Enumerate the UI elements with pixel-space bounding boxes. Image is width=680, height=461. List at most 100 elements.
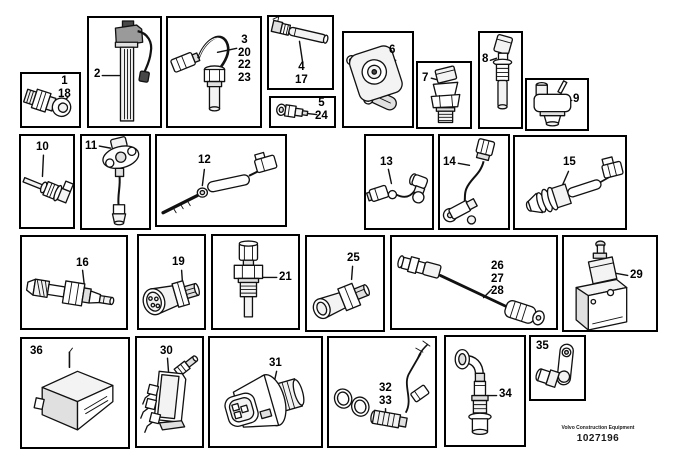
part-number: 27: [491, 272, 504, 285]
part-number: 1: [61, 75, 68, 87]
part-number: 33: [379, 394, 392, 407]
part-number: 26: [491, 260, 504, 272]
round-sensor-illustration: [142, 269, 200, 316]
part-box-21: 21: [211, 234, 300, 330]
part-box-15: 15: [513, 135, 627, 230]
part-number: 23: [238, 71, 251, 84]
part-number: 7: [422, 72, 429, 84]
part-box-26-27-28: 26 27 28: [390, 235, 558, 330]
part-number: 8: [482, 53, 489, 65]
part-number-label: 16: [76, 257, 89, 270]
pressure-switch-illustration: [22, 88, 72, 118]
part-box-32-33: 32 33: [327, 336, 437, 448]
footer: Volvo Construction Equipment 1027196: [546, 425, 650, 444]
part-number-label: 6: [389, 44, 395, 57]
oring-sensor-illustration: [333, 340, 431, 429]
part-number-label: 19: [172, 256, 185, 269]
part-number: 18: [58, 87, 71, 100]
part-number: 9: [573, 93, 580, 105]
pressure-switch-25-illustration: [312, 265, 371, 320]
angled-sensor-illustration: [454, 348, 498, 436]
part-box-13: 13: [364, 134, 434, 230]
part-number: 11: [85, 140, 98, 152]
part-number: 31: [269, 357, 282, 369]
part-box-1-18: 1 18: [20, 72, 81, 128]
part-box-10: 10: [19, 134, 75, 229]
part-number: 32: [379, 382, 392, 394]
part-number: 30: [160, 345, 173, 357]
brand-line-2: Equipment: [608, 425, 635, 431]
position-sensor-illustration: [346, 45, 403, 111]
part-number: 35: [536, 340, 549, 352]
part-number: 4: [298, 61, 305, 73]
part-box-31: 31: [208, 336, 323, 448]
part-box-5-24: 5 24: [269, 96, 336, 128]
probe-illustration: [270, 17, 329, 63]
part-number: 36: [30, 345, 43, 357]
part-number: 28: [491, 285, 504, 297]
part-box-36: 36: [20, 337, 130, 449]
part-number-label: 5 24: [315, 97, 328, 122]
part-number: 17: [295, 73, 308, 86]
part-number: 6: [389, 44, 396, 56]
part-box-3-20-22-23: 3 20 22 23: [166, 16, 262, 128]
stalk-switch-illustration: [139, 355, 199, 433]
part-box-9: 9: [525, 78, 589, 131]
part-box-29: 29: [562, 235, 658, 332]
relay-module-illustration: [33, 347, 114, 431]
level-sender-illustration: [101, 20, 153, 122]
part-box-14: 14: [438, 134, 510, 230]
limit-switch-illustration: [575, 240, 629, 330]
part-number-label: 7: [422, 72, 428, 85]
plug-sensor-illustration: [525, 156, 624, 214]
part-number-label: 26 27 28: [491, 260, 504, 298]
part-number-label: 25: [347, 252, 360, 265]
part-box-7: 7: [416, 61, 472, 129]
small-sensor-illustration: [276, 103, 318, 118]
part-box-35: 35: [529, 335, 586, 401]
part-number-label: 12: [198, 154, 211, 167]
pressure-sensor-illustration: [430, 65, 461, 124]
sender-unit-illustration: [533, 80, 573, 127]
part-number: 34: [499, 388, 512, 400]
round-connector-illustration: [224, 370, 305, 428]
part-number-label: 13: [380, 156, 393, 169]
part-number: 3: [241, 34, 248, 46]
stud-sensor-illustration: [489, 33, 514, 110]
bracket-sensor-illustration: [98, 136, 140, 226]
part-box-30: 30: [135, 336, 204, 448]
part-box-4-17: 4 17: [267, 15, 334, 90]
part-box-2: 2: [87, 16, 162, 128]
crank-sensor-illustration: [442, 138, 496, 225]
part-number: 13: [380, 156, 393, 168]
part-number-label: 4 17: [295, 61, 308, 86]
part-number: 10: [36, 141, 49, 153]
dipstick-probe-illustration: [161, 151, 278, 215]
part-number: 16: [76, 257, 89, 269]
part-box-11: 11: [80, 134, 151, 230]
part-number: 20: [238, 46, 251, 59]
part-number-label: 3 20 22 23: [238, 34, 251, 84]
part-number: 29: [630, 269, 643, 281]
part-number-label: 14: [443, 156, 456, 169]
part-number: 22: [238, 59, 251, 71]
part-number-label: 10: [36, 141, 49, 154]
temp-sensor-illustration: [233, 240, 278, 318]
part-box-25: 25: [305, 235, 385, 332]
part-number-label: 1 18: [58, 75, 71, 100]
part-number-label: 30: [160, 345, 173, 358]
part-number-label: 2: [94, 68, 100, 81]
part-number-label: 31: [269, 357, 282, 370]
part-box-19: 19: [137, 234, 206, 330]
temp-sensor-lead-illustration: [170, 35, 238, 112]
part-number-label: 8: [482, 53, 488, 66]
part-number-label: 36: [30, 345, 43, 358]
small-bracket-sensor-illustration: [535, 343, 574, 388]
part-box-12: 12: [155, 134, 287, 227]
part-number: 15: [563, 156, 576, 168]
part-number-label: 15: [563, 156, 576, 169]
part-number-label: 35: [536, 340, 549, 353]
fitting-sensor-illustration: [25, 269, 115, 307]
speed-sensor-illustration: [366, 168, 429, 204]
part-box-6: 6: [342, 31, 414, 128]
